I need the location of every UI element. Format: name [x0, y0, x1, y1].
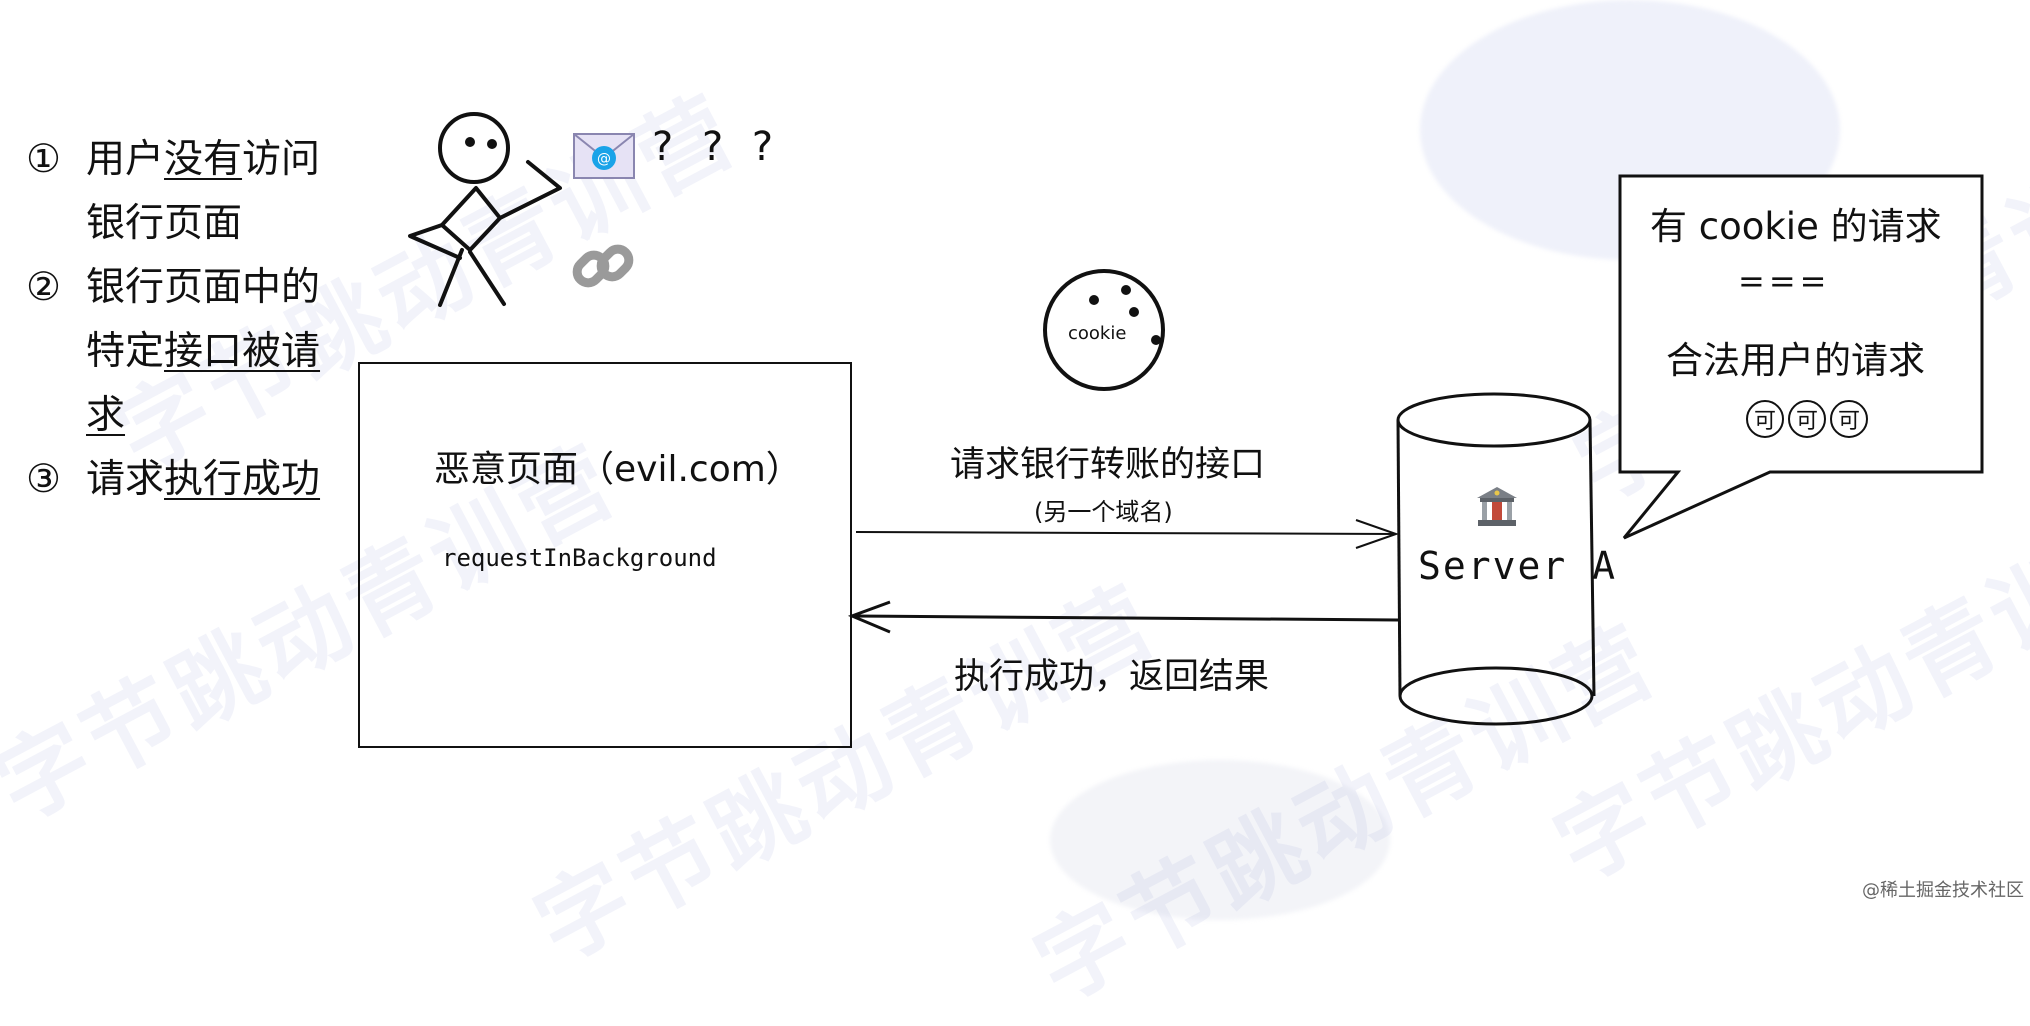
footer-credit: @稀土掘金技术社区 [1862, 880, 2024, 901]
step-text-underlined: 接口被请 [164, 329, 321, 374]
step-number: ③ [26, 457, 61, 502]
server-label: Server A [1418, 544, 1618, 588]
step-text-underlined: 求 [86, 393, 126, 438]
step-number: ① [26, 137, 61, 182]
stick-figure-body [440, 186, 502, 252]
step-text: 用户 [86, 137, 165, 182]
cookie-icon [1043, 269, 1165, 391]
evil-page-box [358, 362, 852, 748]
step-text: 银行页面 [86, 201, 243, 246]
speech-bubble [1618, 174, 1984, 540]
question-marks: ? ? ? [652, 124, 782, 170]
bubble-line-3: 合法用户的请求 [1666, 339, 1925, 382]
step-text: 请求 [86, 457, 165, 502]
cookie-label: cookie [1068, 323, 1127, 344]
laugh-glyph: 可 [1830, 400, 1868, 438]
laugh-glyphs: 可 可 可 [1746, 400, 1868, 438]
server-cylinder [1396, 392, 1596, 726]
step-1: ① 用户没有访问 银行页面 [26, 128, 346, 256]
step-text-underlined: 执行成功 [164, 457, 321, 502]
steps-list: ① 用户没有访问 银行页面 ② 银行页面中的 特定接口被请 求 ③ 请求执行成功 [26, 128, 346, 512]
evil-page-code: requestInBackground [442, 544, 717, 572]
bubble-line-2: === [1738, 262, 1831, 300]
step-3: ③ 请求执行成功 [26, 448, 346, 512]
email-icon: @ [573, 133, 635, 179]
step-number: ② [26, 265, 61, 310]
step-text: 银行页面中的 [86, 265, 321, 310]
stick-figure [408, 112, 562, 307]
request-sublabel: (另一个域名) [1034, 498, 1173, 526]
link-icon [572, 244, 634, 288]
stick-figure-arm [408, 223, 462, 260]
stick-figure-arm [498, 160, 562, 220]
diagram-canvas [408, 112, 1984, 726]
step-text: 特定 [86, 329, 165, 374]
bubble-line-1: 有 cookie 的请求 [1650, 205, 1942, 248]
response-label: 执行成功，返回结果 [954, 657, 1270, 697]
svg-text:@: @ [597, 151, 611, 167]
laugh-glyph: 可 [1788, 400, 1826, 438]
stick-figure-legs [438, 248, 506, 307]
request-label: 请求银行转账的接口 [950, 445, 1266, 485]
step-text: 访问 [242, 137, 321, 182]
cookie-chips [1089, 285, 1161, 345]
request-arrow [855, 519, 1400, 549]
step-2: ② 银行页面中的 特定接口被请 求 [26, 256, 346, 448]
laugh-glyph: 可 [1746, 400, 1784, 438]
step-text-underlined: 没有 [164, 137, 243, 182]
response-arrow [847, 600, 1399, 634]
stick-figure-eyes [465, 137, 497, 149]
stick-figure-head [438, 112, 510, 184]
bank-icon [1477, 487, 1517, 526]
evil-page-title: 恶意页面（evil.com） [434, 449, 802, 490]
